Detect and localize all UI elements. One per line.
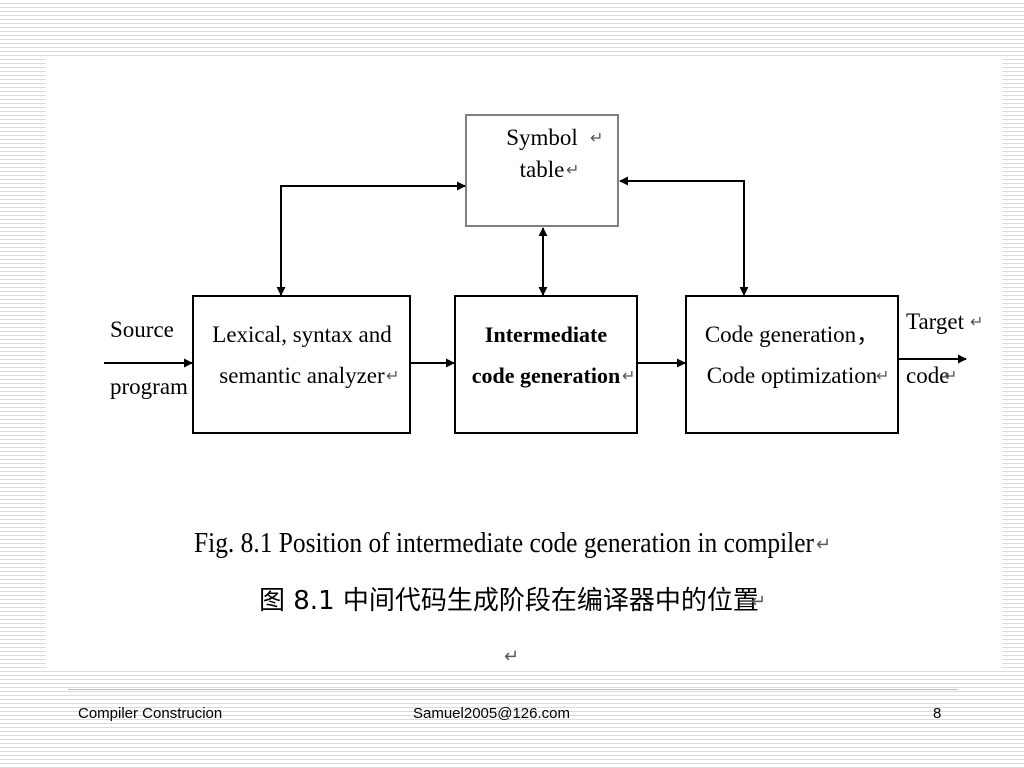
return-mark: ↵	[504, 646, 519, 666]
compiler-diagram: Symbol table ↵ ↵ Lexical, syntax and sem…	[104, 114, 983, 666]
source-label: Source	[110, 317, 174, 342]
footer-page-number: 8	[933, 705, 942, 722]
return-mark: ↵	[970, 314, 983, 331]
footer-email: Samuel2005@126.com	[413, 705, 570, 722]
return-mark: ↵	[876, 368, 889, 385]
caption-english: Fig. 8.1 Position of intermediate code g…	[194, 528, 815, 559]
caption-chinese: 图 8.1 中间代码生成阶段在编译器中的位置	[259, 586, 759, 616]
return-mark: ↵	[944, 368, 957, 385]
arrow-codegen-symbol-table	[619, 176, 749, 296]
return-mark: ↵	[590, 130, 603, 147]
codegen-line1: Code generation，	[705, 322, 879, 347]
target-label: Target	[906, 309, 965, 334]
codegen-line2: Code optimization	[707, 363, 878, 388]
analyzer-line2: semantic analyzer	[219, 363, 385, 388]
symbol-table-line1: Symbol	[506, 125, 578, 150]
return-mark: ↵	[816, 534, 831, 554]
symbol-table-box	[465, 114, 619, 227]
program-label: program	[110, 374, 188, 399]
codegen-box	[685, 295, 899, 434]
slide-figure: Symbol table ↵ ↵ Lexical, syntax and sem…	[46, 57, 1002, 669]
analyzer-line1: Lexical, syntax and	[212, 322, 392, 347]
symbol-table-line2: table	[520, 157, 565, 182]
return-mark: ↵	[566, 162, 579, 179]
return-mark: ↵	[622, 368, 635, 385]
intermediate-line2: code generation	[472, 363, 620, 388]
intermediate-line1: Intermediate	[485, 322, 607, 347]
intermediate-box	[454, 295, 638, 434]
analyzer-box	[192, 295, 411, 434]
footer-course-title: Compiler Construcion	[78, 705, 223, 722]
code-label: code	[906, 363, 949, 388]
arrow-analyzer-symbol-table	[276, 181, 466, 296]
footer-divider	[68, 689, 958, 690]
return-mark: ↵	[751, 591, 766, 611]
return-mark: ↵	[386, 368, 399, 385]
